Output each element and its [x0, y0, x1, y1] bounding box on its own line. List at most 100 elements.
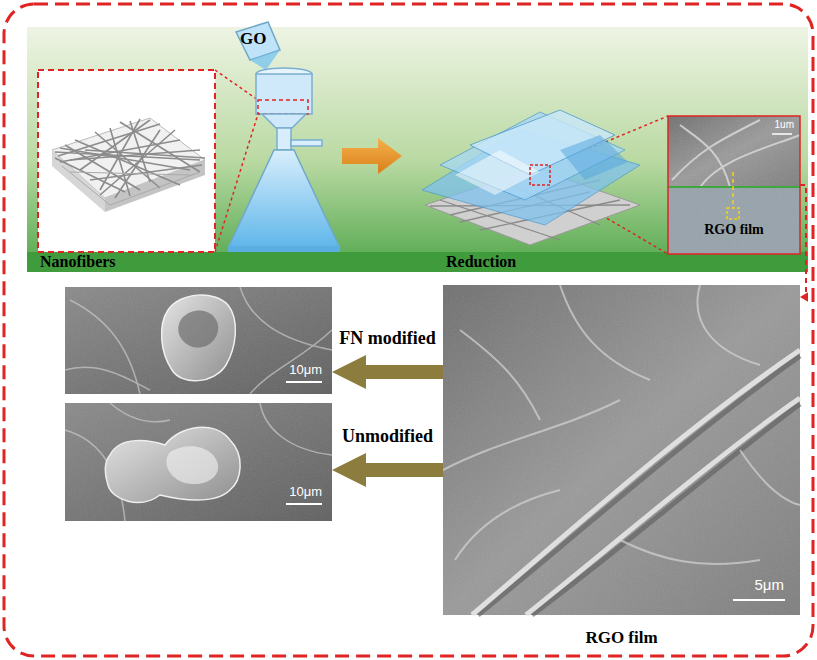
sem-film-image-part	[443, 285, 800, 615]
sem-cell-modified-part-part	[65, 367, 150, 390]
sem-cell-modified-part	[65, 287, 332, 394]
green-band-part	[27, 252, 808, 272]
filtration-flask-part	[228, 246, 340, 252]
sem-film-image-part-part	[455, 490, 560, 560]
nanofiber-panel-part-part	[130, 121, 150, 182]
beaker-part	[250, 50, 280, 70]
filtration-flask-part	[228, 150, 340, 248]
sem-cell-modified-part	[286, 381, 322, 383]
leader-lines	[215, 70, 668, 254]
connector	[332, 453, 443, 487]
scale-label: 1um	[775, 119, 794, 131]
nanofiber-panel	[38, 70, 215, 252]
connector	[800, 185, 808, 302]
arrow-head	[332, 355, 366, 389]
sem-cell-unmodified-part	[65, 403, 332, 521]
sem-cell-unmodified-part-part	[260, 403, 332, 455]
inset-caption: RGO film	[668, 222, 800, 238]
sem-image: 5μmRGO film	[443, 285, 800, 615]
sem-inset-part-part	[680, 125, 730, 187]
outer-dashed-frame	[4, 4, 813, 656]
nanofiber-panel-part-part	[70, 172, 190, 175]
green-band	[27, 27, 808, 272]
nanofiber-panel-part	[38, 70, 215, 252]
reduced-membrane	[422, 110, 640, 245]
edge-label: FN modified	[339, 328, 436, 349]
sem-inset-part-part	[700, 135, 800, 187]
sem-cell-modified	[65, 287, 332, 394]
nanofiber-panel-part-part	[100, 119, 140, 190]
process-arrow-part	[342, 138, 402, 174]
filtration-flask	[228, 68, 340, 252]
sem-film-image-part-part	[740, 450, 800, 505]
sem-film-image-part-part	[620, 540, 760, 564]
connector	[332, 355, 443, 389]
sem-film-image	[443, 285, 800, 615]
sem-cell-modified-part	[65, 287, 332, 394]
sem-cell-modified-part	[65, 287, 332, 394]
sem-inset	[668, 116, 800, 254]
nanofiber-panel-part-part	[70, 150, 200, 160]
process-arrow	[342, 138, 402, 174]
leader-lines-part	[215, 70, 258, 100]
filtration-flask-part	[256, 74, 312, 114]
sem-image: 10μm	[65, 287, 332, 394]
edge-label: Unmodified	[342, 426, 433, 447]
sem-cell-unmodified-part	[166, 446, 218, 484]
sem-film-image-part-part	[532, 404, 800, 615]
sem-inset-part	[772, 133, 792, 135]
step-label: Reduction	[446, 253, 516, 271]
sem-film-image-part	[733, 599, 785, 601]
sem-cell-unmodified-part	[65, 403, 332, 521]
sem-film-image-part-part	[698, 285, 761, 365]
sem-film-image-part-part	[460, 330, 540, 420]
material-label: GO	[240, 29, 266, 49]
connector-line	[800, 185, 806, 297]
nanofiber-panel-part	[105, 160, 205, 212]
sem-cell-modified-part	[162, 295, 236, 381]
sem-cell-modified-part	[178, 311, 218, 348]
panel-label: Nanofibers	[40, 253, 116, 271]
sem-inset-part	[668, 116, 800, 254]
arrow-shaft	[366, 365, 443, 379]
sem-inset-part	[672, 120, 800, 187]
filtration-flask-part	[262, 114, 306, 128]
nanofiber-panel-part	[52, 118, 205, 198]
filtration-flask-part	[291, 140, 322, 146]
sem-inset: 1umRGO film	[668, 116, 800, 254]
reduced-membrane-part	[455, 150, 540, 195]
reduced-membrane-part	[560, 135, 628, 180]
sem-cell-unmodified-part	[286, 503, 322, 505]
nanofiber-panel-part	[55, 119, 205, 198]
filtration-flask-part	[277, 128, 291, 150]
sem-inset-part	[668, 186, 800, 188]
sem-inset-part	[732, 172, 734, 208]
sem-cell-unmodified-part-part	[110, 403, 170, 422]
reduced-membrane-part	[530, 165, 550, 185]
sem-film-image-part-part	[443, 400, 620, 470]
nanofiber-panel-part-part	[62, 166, 110, 205]
sem-cell-modified-part-part	[240, 287, 332, 350]
arrow-head	[332, 453, 366, 487]
nanofiber-panel-part-part	[55, 158, 125, 192]
sem-film-image-part-part	[560, 285, 650, 380]
green-band-part	[27, 27, 808, 272]
sem-cell-unmodified	[65, 403, 332, 521]
sem-inset-part	[668, 116, 800, 187]
sem-film-image-part-part	[526, 398, 800, 615]
sem-cell-unmodified-part	[65, 403, 332, 521]
nanofiber-panel-part-part	[115, 130, 160, 198]
sem-image: 10μm	[65, 403, 332, 521]
nanofiber-panel-part-part	[110, 172, 200, 205]
image-caption: RGO film	[443, 628, 800, 648]
arrow-head	[800, 292, 808, 302]
nanofiber-panel-part-part	[60, 140, 180, 162]
sem-inset-part	[727, 208, 739, 219]
beaker	[236, 22, 280, 70]
sem-film-image-part	[443, 285, 800, 615]
nanofiber-panel-part	[62, 166, 200, 205]
sem-inset-part	[668, 187, 800, 254]
sem-cell-modified-part-part	[250, 330, 332, 394]
sem-film-image-part	[443, 285, 800, 564]
sem-inset-part	[668, 187, 800, 254]
